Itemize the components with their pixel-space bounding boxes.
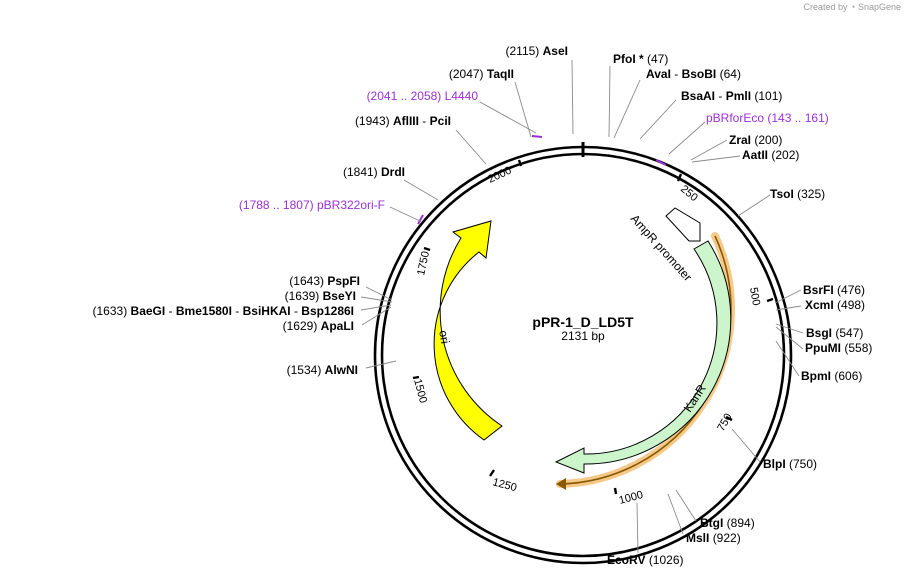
- site-pfoI: PfoI * (47): [613, 52, 668, 66]
- tick-500: 500: [747, 286, 762, 306]
- kanr-feature: KanR: [554, 232, 735, 490]
- connector-lines: [360, 59, 804, 554]
- site-bsgI: BsgI (547): [806, 326, 863, 340]
- primer-l4440: (2041 .. 2058) L4440: [367, 89, 479, 103]
- snapgene-logo-icon: ◔: [850, 2, 856, 12]
- ori-label: ori: [436, 329, 452, 345]
- plasmid-length: 2131 bp: [561, 329, 605, 343]
- primer-pbrforeco: pBRforEco (143 .. 161): [706, 111, 829, 125]
- credit-prefix: Created by: [803, 2, 848, 12]
- tick-1250: 1250: [491, 476, 518, 494]
- site-bsaAI-pmlI: BsaAI - PmlI (101): [681, 89, 782, 103]
- tick-marks: [412, 159, 774, 495]
- primer-pbr322ori-f: (1788 .. 1807) pBR322ori-F: [239, 198, 385, 212]
- credit-brand: SnapGene: [857, 2, 901, 12]
- primer-marks: [417, 135, 667, 225]
- credit-label: Created by ◔ SnapGene: [803, 2, 901, 12]
- site-tsoI: TsoI (325): [770, 187, 825, 201]
- tick-1750: 1750: [415, 250, 432, 276]
- site-drdI: (1841) DrdI: [343, 165, 405, 179]
- site-taqII: (2047) TaqII: [449, 67, 514, 81]
- site-aflIII-pciI: (1943) AflIII - PciI: [355, 114, 451, 128]
- kanr-highlight-arrowhead: [556, 478, 566, 490]
- site-zraI: ZraI (200): [729, 133, 782, 147]
- site-xcmI: XcmI (498): [805, 298, 865, 312]
- site-ppuMI: PpuMI (558): [805, 341, 872, 355]
- tick-250: 250: [678, 183, 700, 204]
- plasmid-name: pPR-1_D_LD5T: [532, 314, 634, 330]
- site-baeGI-group: (1633) BaeGI - Bme1580I - BsiHKAI - Bsp1…: [93, 304, 355, 318]
- site-alwNI: (1534) AlwNI: [287, 363, 358, 377]
- kanr-arrow: [554, 240, 732, 474]
- tick-1500: 1500: [411, 378, 429, 405]
- left-labels: (2115) AseI (2047) TaqII (2041 .. 2058) …: [93, 44, 569, 377]
- ori-feature: ori: [433, 220, 503, 441]
- ampr-promoter-arrow: [665, 207, 701, 242]
- ori-arrow: [433, 220, 503, 441]
- site-mslI: MslI (922): [686, 531, 741, 545]
- site-bseYI: (1639) BseYI: [285, 289, 356, 303]
- site-avaI-bsoBI: AvaI - BsoBI (64): [646, 67, 741, 81]
- site-bpmI: BpmI (606): [801, 369, 862, 383]
- site-btgI: BtgI (894): [700, 516, 755, 530]
- site-blpI: BlpI (750): [763, 457, 817, 471]
- site-bsrFI: BsrFI (476): [803, 283, 865, 297]
- site-pspFI: (1643) PspFI: [289, 274, 360, 288]
- site-apaLI: (1629) ApaLI: [283, 319, 354, 333]
- site-aseI: (2115) AseI: [506, 44, 569, 58]
- ampr-promoter-feature: AmpR promoter: [628, 207, 701, 284]
- tick-750: 750: [715, 412, 735, 434]
- tick-1000: 1000: [618, 489, 645, 507]
- site-ecoRV: EcoRV (1026): [607, 553, 684, 567]
- site-aatII: AatII (202): [742, 148, 799, 162]
- right-labels: PfoI * (47) AvaI - BsoBI (64) BsaAI - Pm…: [607, 52, 872, 567]
